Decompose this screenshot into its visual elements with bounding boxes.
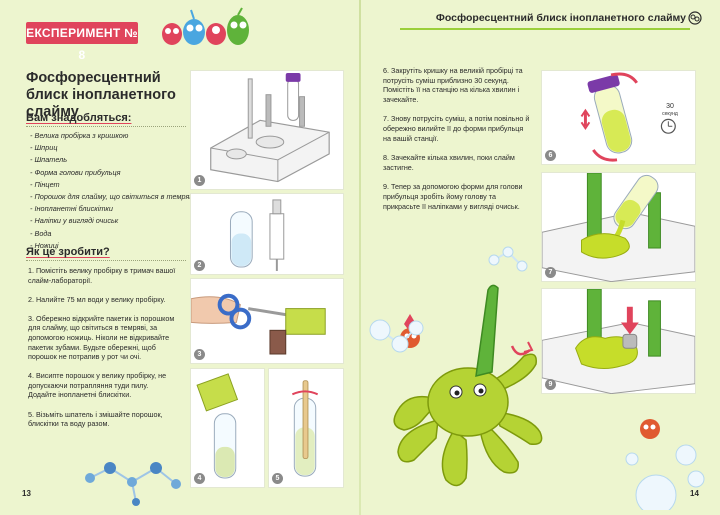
header-divider — [400, 28, 690, 30]
panel-number: 9 — [545, 379, 556, 390]
pour-slime-illustration — [542, 173, 695, 282]
materials-list: Велика пробірка з кришкою Шприц Шпатель … — [30, 130, 195, 252]
panel-number: 3 — [194, 349, 205, 360]
panel-number: 5 — [272, 473, 283, 484]
page-title: Фосфоресцентний блиск інопланетного слай… — [26, 70, 176, 120]
step-panel-5: 5 — [268, 368, 344, 488]
mold-head-illustration — [542, 289, 695, 394]
book-spine — [359, 0, 361, 515]
step-panel-3: 3 — [190, 278, 344, 364]
list-item: 5. Візьміть шпатель і змішайте порошок, … — [28, 409, 163, 429]
list-item: Пінцет — [30, 179, 195, 191]
list-item: 7. Знову потрусіть суміш, а потім повіль… — [383, 114, 530, 143]
list-item: Шпатель — [30, 154, 195, 166]
shake-tube-illustration — [580, 72, 676, 162]
page-number-right: 14 — [690, 489, 699, 498]
list-item: 3. Обережно відкрийте пакетик із порошко… — [28, 313, 175, 362]
timer-unit: секунд — [662, 111, 678, 117]
list-item: Наліпки у вигляді очиськ — [30, 215, 195, 227]
list-item: 8. Зачекайте кілька хвилин, поки слайм з… — [383, 153, 515, 172]
tube-syringe-illustration — [229, 199, 285, 271]
bubble-molecule-decoration — [369, 319, 424, 353]
timer-number: 30 — [666, 103, 674, 110]
panel-number: 2 — [194, 260, 205, 271]
molecule-decoration-left — [85, 462, 181, 506]
experiment-tag: ЕКСПЕРИМЕНТ № 8 — [26, 22, 138, 62]
list-item: Велика пробірка з кришкою — [30, 130, 195, 142]
molecule-icon — [688, 11, 702, 25]
list-item: 2. Налийте 75 мл води у велику пробірку. — [28, 294, 166, 304]
howto-heading: Як це зробити? — [26, 246, 110, 258]
list-item: Шприц — [30, 142, 195, 154]
materials-rule — [26, 126, 186, 127]
step-panel-2: 2 — [190, 193, 344, 275]
step-panel-1: 1 — [190, 70, 344, 190]
page-number-left: 13 — [22, 489, 31, 498]
panel-number: 6 — [545, 150, 556, 161]
mix-spatula-illustration — [291, 380, 319, 477]
step-panel-6: 30 секунд 6 — [541, 70, 696, 165]
molecule-decoration-mid — [488, 246, 528, 272]
list-item: Інопланетні блискітки — [30, 203, 195, 215]
panel-number: 4 — [194, 473, 205, 484]
panel-number: 1 — [194, 175, 205, 186]
list-item: Порошок для слайму, що світиться в темря… — [30, 191, 195, 203]
steps-list-right: 6. Закрутіть кришку на великій пробірці … — [383, 66, 533, 221]
howto-rule — [26, 260, 186, 261]
monsters-illustration — [162, 7, 249, 45]
list-item: 4. Висипте порошок у велику пробірку, не… — [28, 371, 167, 400]
panel-number: 7 — [545, 267, 556, 278]
bubbles-decoration-right — [625, 419, 705, 510]
lab-station-illustration — [210, 72, 330, 183]
scissors-packet-illustration — [191, 293, 326, 355]
pour-powder-illustration — [196, 373, 239, 479]
step-panel-7: 7 — [541, 172, 696, 282]
list-item: Вода — [30, 228, 195, 240]
step-panel-9: 9 — [541, 288, 696, 394]
steps-list-left: 1. Помістіть велику пробірку в тримач ва… — [28, 266, 178, 438]
list-item: 1. Помістіть велику пробірку в тримач ва… — [28, 266, 176, 285]
materials-heading: Вам знадобляться: — [26, 112, 132, 124]
list-item: Форма голови прибульця — [30, 167, 195, 179]
step-panel-4: 4 — [190, 368, 265, 488]
list-item: 6. Закрутіть кришку на великій пробірці … — [383, 66, 523, 104]
list-item: Ножиці — [30, 240, 195, 252]
list-item: 9. Тепер за допомогою форми для голови п… — [383, 182, 523, 211]
right-page-title: Фосфоресцентний блиск інопланетного слай… — [435, 12, 686, 24]
